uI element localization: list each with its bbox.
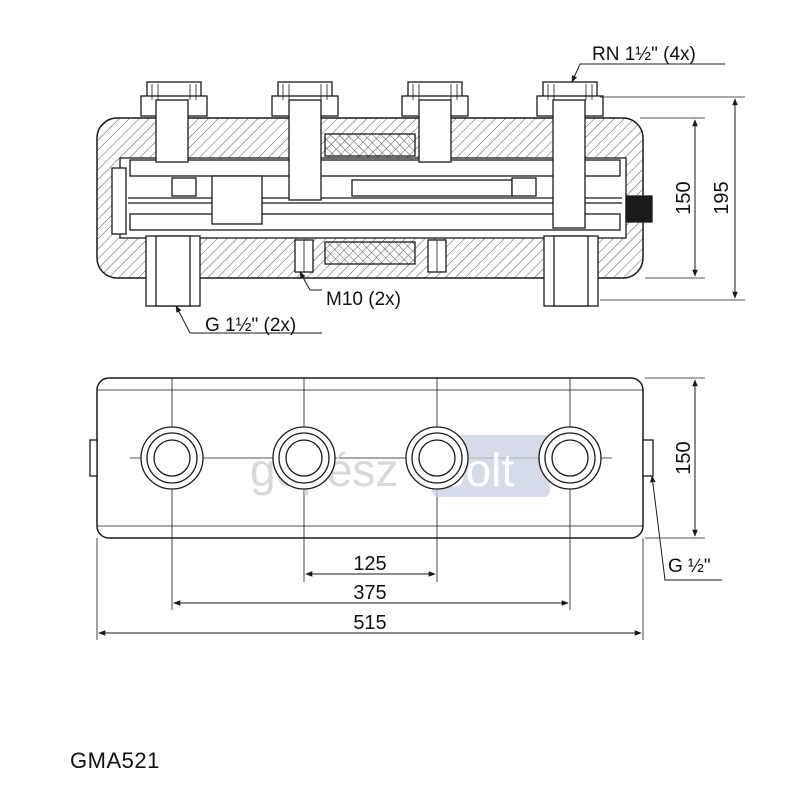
dim-section-inner-height: 150 [673, 181, 695, 214]
callout-top-connections: RN 1½" (4x) [592, 44, 696, 65]
dim-spacing-center: 125 [353, 553, 386, 575]
internal-block [324, 133, 416, 157]
internal-block [324, 241, 416, 265]
top-connection [140, 81, 208, 163]
plan-view [89, 377, 722, 640]
plan-port [538, 426, 602, 490]
bottom-connection [145, 235, 201, 307]
callout-bottom-connections: G 1½" (2x) [205, 315, 296, 336]
top-connection [401, 81, 469, 163]
top-connection [536, 81, 604, 229]
plan-port [405, 426, 469, 490]
side-port-plug [625, 195, 653, 223]
top-connection [271, 81, 339, 201]
bottom-connection [543, 235, 599, 307]
section-view [96, 63, 745, 334]
plan-side-port [642, 439, 654, 477]
lower-channel [129, 213, 621, 231]
callout-mounting-threads: M10 (2x) [326, 289, 401, 310]
dim-spacing-middle: 375 [353, 582, 386, 604]
upper-channel [129, 159, 621, 177]
model-code: GMA521 [70, 748, 160, 773]
dim-plan-height: 150 [673, 441, 695, 474]
dim-overall-length: 515 [353, 612, 386, 634]
plan-port [140, 426, 204, 490]
callout-side-port: G ½" [668, 556, 711, 577]
dim-section-total-height: 195 [711, 181, 733, 214]
plan-port [272, 426, 336, 490]
